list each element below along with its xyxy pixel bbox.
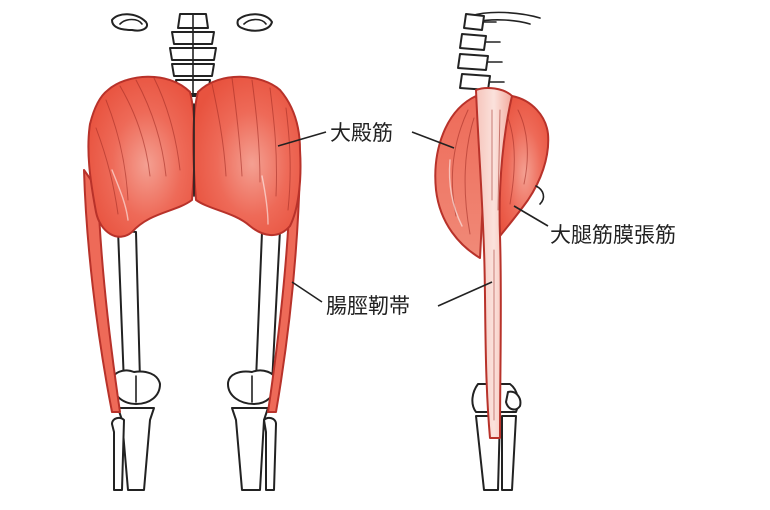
label-iliotibial-band: 腸脛靭帯	[291, 281, 493, 318]
gluteus-maximus-label: 大殿筋	[330, 121, 393, 145]
leader-tfl	[513, 205, 549, 227]
side-iliotibial-band	[475, 87, 513, 439]
back-gluteus-right	[192, 75, 302, 236]
back-ribs	[111, 13, 273, 32]
leader-gluteus-right	[411, 131, 455, 149]
back-lower-legs	[111, 407, 277, 491]
back-gluteus-left	[87, 75, 196, 238]
side-spine	[457, 13, 505, 91]
back-spine	[169, 13, 217, 97]
iliotibial-band-label: 腸脛靭帯	[326, 294, 410, 318]
back-femurs	[111, 229, 281, 405]
leader-itb-left	[291, 281, 323, 303]
leader-gluteus-left	[277, 131, 327, 147]
label-gluteus-maximus: 大殿筋	[277, 121, 455, 149]
tensor-fasciae-latae-label: 大腿筋膜張筋	[550, 223, 676, 247]
leader-itb-right	[437, 281, 493, 307]
side-view-figure	[434, 11, 550, 491]
back-view-figure	[83, 13, 302, 491]
label-tensor-fasciae-latae: 大腿筋膜張筋	[513, 205, 676, 247]
back-iliotibial-bands	[83, 167, 301, 413]
